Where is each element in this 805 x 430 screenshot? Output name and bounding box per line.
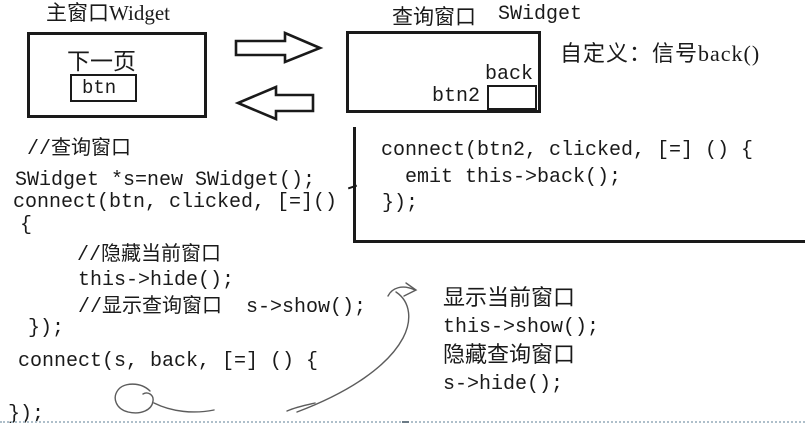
main-code-line: SWidget *s=new SWidget();: [15, 169, 316, 192]
back-slot-note-line: s->hide();: [443, 373, 564, 396]
main-code-line: });: [28, 317, 65, 340]
swidget-code-bottom-border: [353, 240, 805, 243]
flow-arrow-left-icon: [234, 85, 315, 121]
query-window-title-cn: 查询窗口: [392, 5, 476, 29]
btn2-box: [487, 85, 537, 110]
query-window-title-en: SWidget: [498, 3, 583, 26]
main-window-title: 主窗口Widget: [46, 1, 170, 25]
back-signal-label: back: [485, 63, 534, 86]
main-window-box: [27, 32, 207, 118]
swidget-code-line: emit this->back();: [405, 166, 622, 189]
btn-box: [70, 74, 137, 102]
back-slot-note-line: 显示当前窗口: [443, 285, 576, 310]
main-code-line: });: [8, 403, 45, 426]
main-code-line: //隐藏当前窗口: [77, 244, 222, 267]
main-code-line: //查询窗口: [27, 138, 132, 161]
sketch-loop: [114, 383, 316, 414]
swidget-code-line: connect(btn2, clicked, [=] () {: [381, 139, 754, 162]
btn-label: btn: [82, 77, 117, 99]
swidget-code-line: });: [382, 192, 419, 215]
next-page-label: 下一页: [67, 49, 136, 74]
back-slot-note-line: 隐藏查询窗口: [443, 342, 576, 367]
main-code-line: connect(s, back, [=] () {: [18, 350, 319, 373]
btn2-label: btn2: [432, 85, 481, 108]
custom-signal-note: 自定义：信号back(): [560, 41, 761, 66]
main-code-line: {: [20, 214, 33, 237]
back-slot-note-line: this->show();: [443, 316, 600, 339]
main-code-line: connect(btn, clicked, [=](): [13, 191, 338, 214]
flow-arrow-right-icon: [234, 31, 324, 64]
bottom-rule-dash: [402, 421, 409, 423]
main-code-line: //显示查询窗口 s->show();: [78, 296, 367, 319]
main-code-line: this->hide();: [78, 269, 235, 292]
